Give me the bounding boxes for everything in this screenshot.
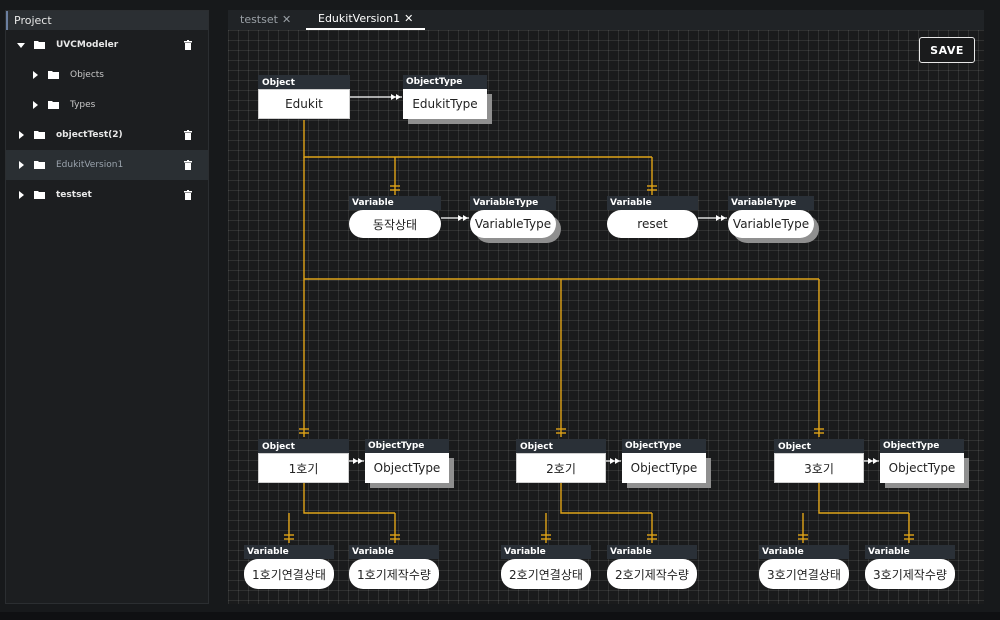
node-object-2[interactable]: Object 2호기 — [516, 439, 606, 483]
folder-icon — [48, 101, 59, 109]
node-header: Variable — [607, 196, 698, 210]
node-header: ObjectType — [880, 439, 964, 453]
node-label: 3호기연결상태 — [759, 559, 849, 589]
node-variable-2a[interactable]: Variable 2호기연결상태 — [501, 545, 591, 589]
node-variable-1a[interactable]: Variable 1호기연결상태 — [244, 545, 334, 589]
node-header: ObjectType — [365, 439, 449, 453]
node-header: ObjectType — [403, 75, 487, 89]
node-label: 1호기연결상태 — [244, 559, 334, 589]
node-label: 2호기연결상태 — [501, 559, 591, 589]
tree-item-testset[interactable]: testset — [6, 180, 208, 210]
tree-item-label: EdukitVersion1 — [56, 160, 124, 170]
node-variable-3a[interactable]: Variable 3호기연결상태 — [759, 545, 849, 589]
folder-icon — [34, 161, 45, 169]
sidebar-title: Project — [6, 11, 208, 30]
trash-icon[interactable] — [184, 160, 192, 170]
node-header: Object — [258, 439, 349, 453]
node-label: 동작상태 — [349, 210, 441, 238]
node-header: Variable — [349, 196, 441, 210]
node-header: Object — [258, 75, 350, 89]
folder-icon — [48, 71, 59, 79]
folder-icon — [34, 131, 45, 139]
caret-right-icon[interactable] — [30, 100, 40, 110]
tab-label: testset — [240, 13, 278, 26]
tree-item-objects[interactable]: Objects — [6, 60, 208, 90]
trash-icon[interactable] — [184, 190, 192, 200]
node-variable-1b[interactable]: Variable 1호기제작수량 — [349, 545, 439, 589]
node-label: ObjectType — [622, 453, 706, 483]
tree-item-label: Objects — [70, 70, 105, 80]
node-header: Variable — [501, 545, 591, 559]
node-object-type-2[interactable]: ObjectType ObjectType — [622, 439, 706, 483]
folder-icon — [34, 41, 45, 49]
tree-item-objecttest[interactable]: objectTest(2) — [6, 120, 208, 150]
node-header: VariableType — [728, 196, 814, 210]
node-variable-type-2[interactable]: VariableType VariableType — [728, 196, 814, 238]
tree-item-label: objectTest(2) — [56, 130, 123, 140]
tree-item-uvcmodeler[interactable]: UVCModeler — [6, 30, 208, 60]
node-header: Variable — [759, 545, 849, 559]
node-object-type-3[interactable]: ObjectType ObjectType — [880, 439, 964, 483]
node-variable-3b[interactable]: Variable 3호기제작수량 — [865, 545, 955, 589]
caret-down-icon[interactable] — [16, 40, 26, 50]
caret-right-icon[interactable] — [16, 190, 26, 200]
node-label: 1호기제작수량 — [349, 559, 439, 589]
trash-icon[interactable] — [184, 40, 192, 50]
node-label: EdukitType — [403, 89, 487, 119]
node-label: Edukit — [258, 89, 350, 119]
node-header: ObjectType — [622, 439, 706, 453]
tree-item-types[interactable]: Types — [6, 90, 208, 120]
node-label: ObjectType — [880, 453, 964, 483]
node-header: Variable — [244, 545, 334, 559]
node-label: 3호기제작수량 — [865, 559, 955, 589]
node-object-1[interactable]: Object 1호기 — [258, 439, 349, 483]
node-edukit-type[interactable]: ObjectType EdukitType — [403, 75, 487, 119]
close-icon[interactable]: ✕ — [404, 12, 414, 25]
node-header: Variable — [349, 545, 439, 559]
node-label: VariableType — [728, 210, 814, 238]
node-label: VariableType — [470, 210, 556, 238]
tree-item-label: UVCModeler — [56, 40, 119, 50]
node-label: 3호기 — [774, 453, 864, 483]
bottom-strip — [0, 612, 1000, 620]
trash-icon[interactable] — [184, 130, 192, 140]
node-header: Variable — [607, 545, 697, 559]
node-header: Object — [774, 439, 864, 453]
node-object-3[interactable]: Object 3호기 — [774, 439, 864, 483]
caret-right-icon[interactable] — [16, 160, 26, 170]
node-variable-status[interactable]: Variable 동작상태 — [349, 196, 441, 238]
node-header: Object — [516, 439, 606, 453]
node-header: Variable — [865, 545, 955, 559]
node-header: VariableType — [470, 196, 556, 210]
node-variable-2b[interactable]: Variable 2호기제작수량 — [607, 545, 697, 589]
project-sidebar: Project UVCModeler Objects Types objectT… — [5, 10, 209, 604]
tab-bar: testset ✕ EdukitVersion1 ✕ — [228, 10, 984, 30]
folder-icon — [34, 191, 45, 199]
node-label: 1호기 — [258, 453, 349, 483]
caret-right-icon[interactable] — [16, 130, 26, 140]
tree-item-edukitversion1[interactable]: EdukitVersion1 — [6, 150, 208, 180]
diagram-canvas[interactable]: SAVE — [228, 30, 984, 604]
caret-right-icon[interactable] — [30, 70, 40, 80]
tab-edukitversion1[interactable]: EdukitVersion1 ✕ — [306, 10, 426, 30]
tree-item-label: Types — [70, 100, 96, 110]
tab-label: EdukitVersion1 — [318, 12, 401, 25]
node-label: reset — [607, 210, 698, 238]
save-button[interactable]: SAVE — [919, 37, 975, 63]
node-object-type-1[interactable]: ObjectType ObjectType — [365, 439, 449, 483]
node-label: ObjectType — [365, 453, 449, 483]
tab-testset[interactable]: testset ✕ — [240, 10, 291, 30]
node-variable-type-1[interactable]: VariableType VariableType — [470, 196, 556, 238]
node-edukit[interactable]: Object Edukit — [258, 75, 350, 119]
node-label: 2호기제작수량 — [607, 559, 697, 589]
close-icon[interactable]: ✕ — [281, 13, 292, 26]
tree-item-label: testset — [56, 190, 92, 200]
node-label: 2호기 — [516, 453, 606, 483]
node-variable-reset[interactable]: Variable reset — [607, 196, 698, 238]
